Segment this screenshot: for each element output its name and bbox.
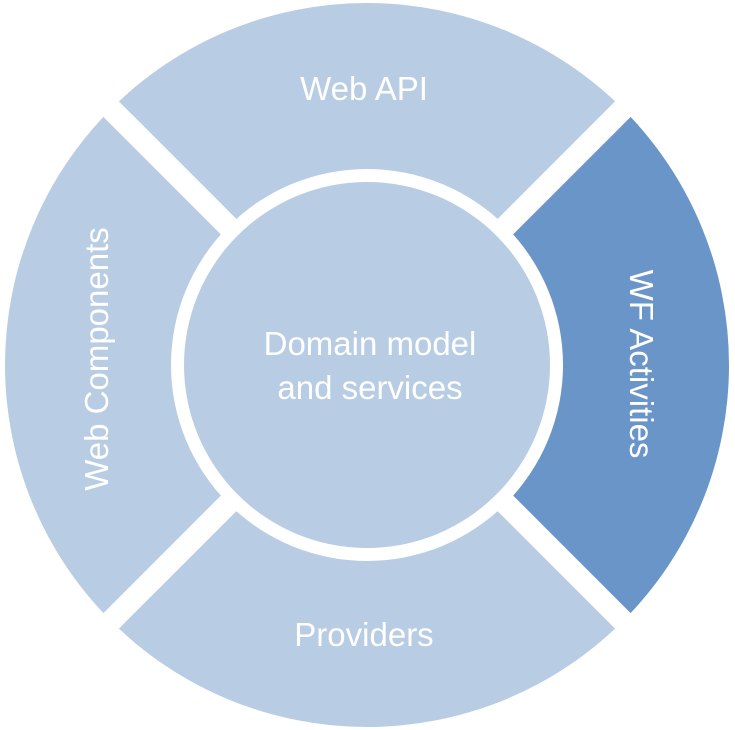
center-label-line1: Domain model [264,325,477,362]
center-label-line2: and services [277,369,462,406]
label-web-components: Web Components [78,227,115,491]
label-providers: Providers [294,616,433,653]
label-web-api: Web API [300,70,428,107]
label-wf-activities: WF Activities [623,270,660,459]
center-circle [184,182,550,548]
